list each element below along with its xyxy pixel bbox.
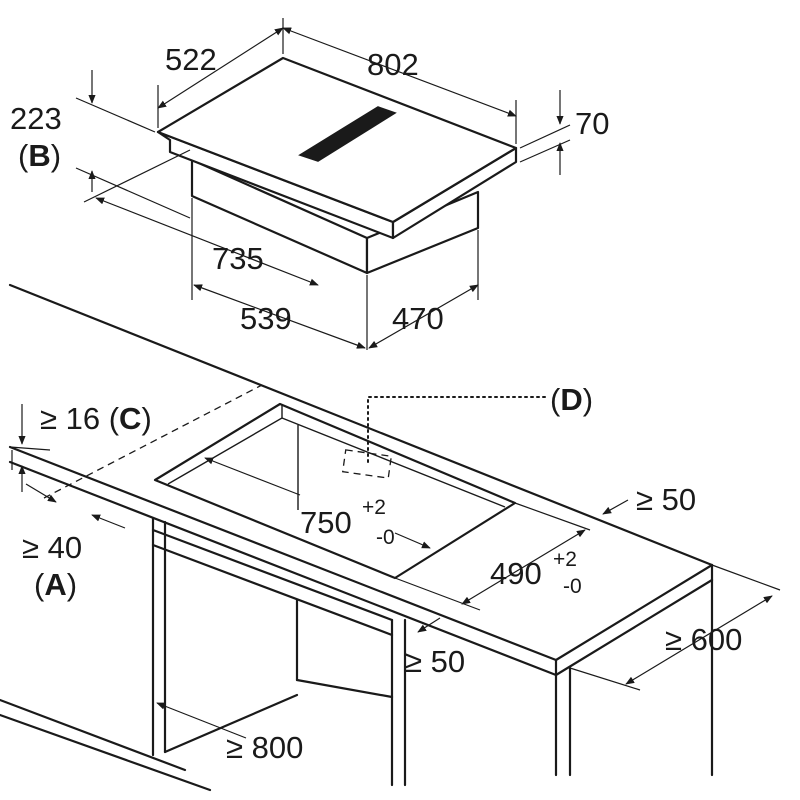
label-735: 735 [212, 241, 264, 276]
cutout-reference-line [43, 384, 263, 499]
dim-line-40-b [91, 514, 126, 529]
label-539: 539 [240, 301, 292, 336]
base-cabinet [151, 516, 407, 787]
label-600: ≥ 600 [665, 622, 742, 657]
hob-drawing [75, 18, 571, 350]
dim-line-750 [204, 457, 301, 496]
detail-d-box [341, 449, 393, 479]
dim-line-40 [25, 483, 57, 503]
label-40: ≥ 40 [22, 530, 82, 565]
floor-line [0, 713, 212, 792]
dim-line-735 [95, 197, 319, 286]
dim-line-750-b [394, 532, 431, 549]
label-223: 223 [10, 101, 62, 136]
dim-line-470 [368, 284, 479, 349]
dimension-labels: 522 802 223 (B) 70 735 539 470 ≥ 16 (C) … [10, 42, 742, 765]
dim-line-50-rear [602, 499, 629, 515]
dim-line-600 [625, 595, 773, 685]
label-ref-a: (A) [34, 567, 77, 602]
label-490-tol-plus: +2 [553, 548, 577, 571]
dim-line-802 [282, 27, 517, 117]
label-800: ≥ 800 [226, 730, 303, 765]
label-50-front: ≥ 50 [405, 644, 465, 679]
floor-line-2 [0, 698, 187, 772]
label-470: 470 [392, 301, 444, 336]
dim-line-50-front [417, 617, 441, 633]
dim-line-522 [157, 27, 284, 109]
label-70: 70 [575, 106, 609, 141]
label-490-tol-minus: -0 [563, 575, 582, 598]
label-16: ≥ 16 (C) [40, 401, 152, 436]
label-750-tol-plus: +2 [362, 496, 386, 519]
label-522: 522 [165, 42, 217, 77]
worktop-rear-edge [8, 283, 714, 567]
label-50-rear: ≥ 50 [636, 482, 696, 517]
label-802: 802 [367, 47, 419, 82]
dim-line-490 [461, 529, 586, 605]
dim-line-800 [156, 702, 247, 739]
dim-line-539 [193, 284, 366, 349]
detail-d-leader [367, 396, 546, 463]
label-750: 750 [300, 505, 352, 540]
label-750-tol-minus: -0 [376, 526, 395, 549]
label-490: 490 [490, 556, 542, 591]
label-ref-b: (B) [18, 138, 61, 173]
worktop-drawing [0, 283, 781, 792]
label-ref-d: (D) [550, 382, 593, 417]
